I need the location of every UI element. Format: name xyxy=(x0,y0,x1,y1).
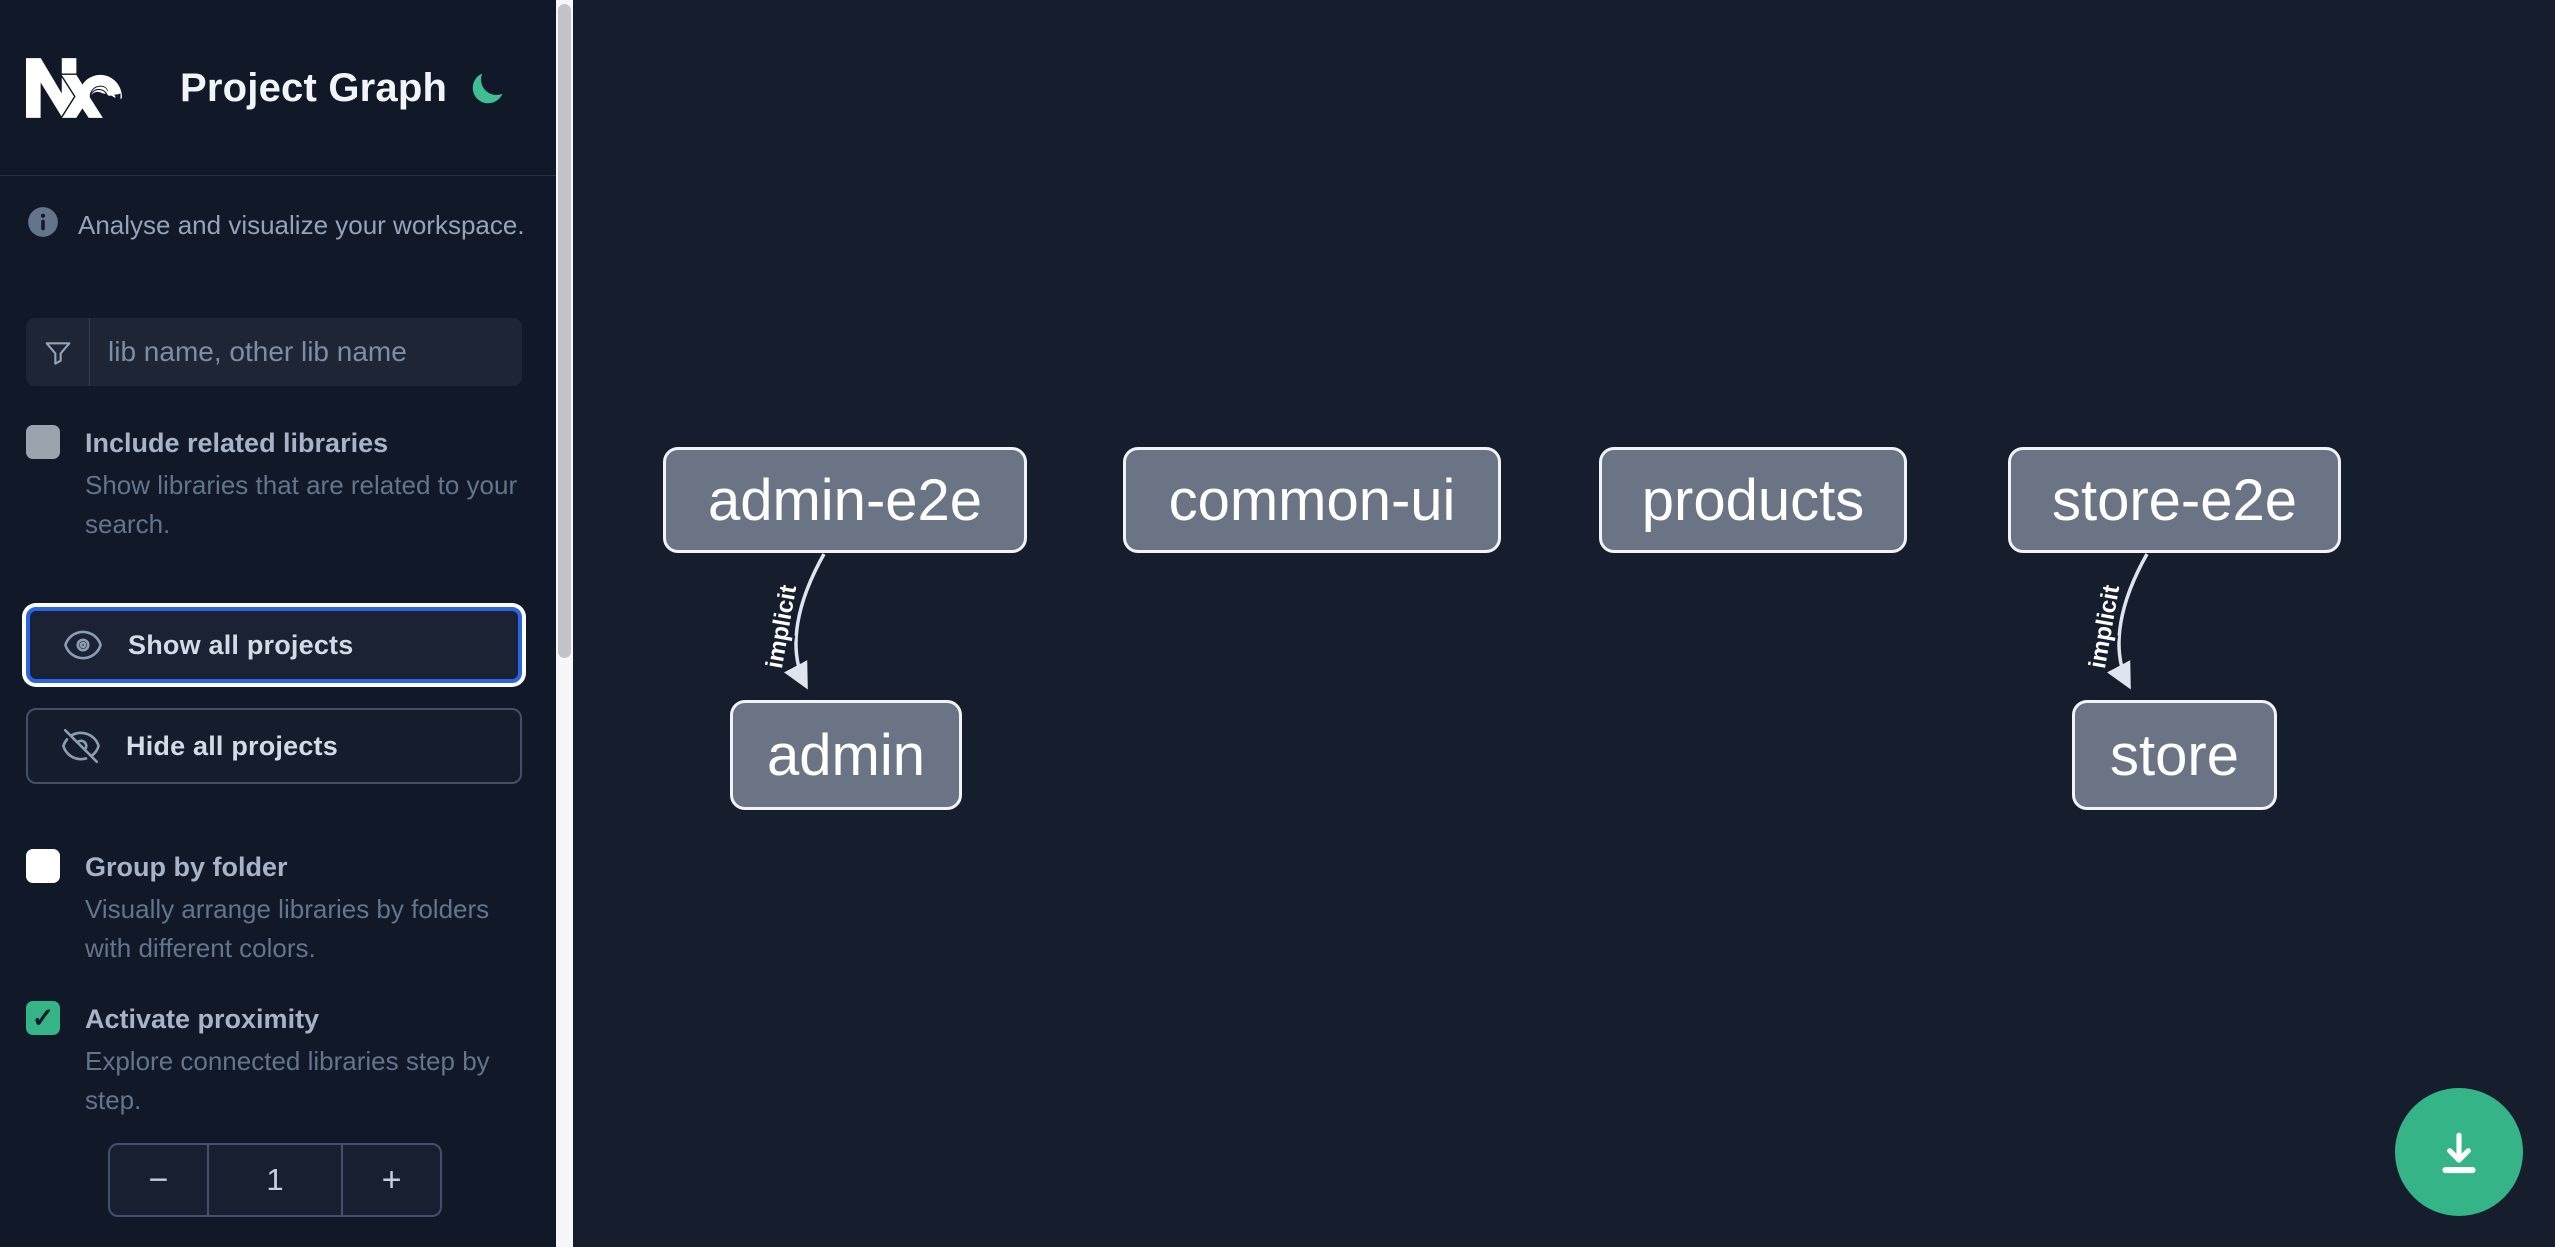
toggle-texts: Activate proximity Explore connected lib… xyxy=(85,1000,521,1120)
info-icon xyxy=(28,207,58,237)
toggle-group-by-folder: Group by folder Visually arrange librari… xyxy=(26,848,526,968)
eye-icon xyxy=(64,630,102,660)
filter-icon-cell xyxy=(26,318,90,386)
toggle-include-related: Include related libraries Show libraries… xyxy=(26,424,526,544)
include-related-description: Show libraries that are related to your … xyxy=(85,470,518,539)
info-text: Analyse and visualize your workspace. xyxy=(78,210,525,240)
sidebar-scrollbar xyxy=(556,0,573,1247)
search-input[interactable] xyxy=(90,318,522,386)
nx-logo-icon xyxy=(26,58,122,118)
proximity-depth-value: 1 xyxy=(207,1145,343,1215)
activate-proximity-checkbox[interactable]: ✓ xyxy=(26,1001,60,1035)
graph-node-store-e2e[interactable]: store-e2e xyxy=(2008,447,2341,553)
graph-node-admin-e2e[interactable]: admin-e2e xyxy=(663,447,1027,553)
activate-proximity-description: Explore connected libraries step by step… xyxy=(85,1046,490,1115)
toggle-texts: Include related libraries Show libraries… xyxy=(85,424,521,544)
proximity-depth-stepper: − 1 + xyxy=(108,1143,442,1217)
page-title: Project Graph xyxy=(180,66,448,110)
show-all-projects-label: Show all projects xyxy=(128,629,354,660)
activate-proximity-label: Activate proximity xyxy=(85,1004,320,1034)
sidebar-scrollbar-thumb[interactable] xyxy=(558,4,571,658)
hide-all-projects-label: Hide all projects xyxy=(126,730,338,761)
moon-icon xyxy=(472,73,503,104)
download-image-button[interactable] xyxy=(2395,1088,2523,1216)
theme-toggle-button[interactable] xyxy=(468,70,506,108)
header-divider xyxy=(0,175,556,176)
download-icon xyxy=(2442,1132,2476,1174)
graph-node-admin[interactable]: admin xyxy=(730,700,962,810)
show-all-projects-button[interactable]: Show all projects xyxy=(26,607,522,683)
group-by-folder-checkbox[interactable] xyxy=(26,849,60,883)
include-related-checkbox[interactable] xyxy=(26,425,60,459)
group-by-folder-description: Visually arrange libraries by folders wi… xyxy=(85,894,490,963)
graph-node-store[interactable]: store xyxy=(2072,700,2277,810)
graph-node-products[interactable]: products xyxy=(1599,447,1907,553)
increment-button[interactable]: + xyxy=(343,1145,440,1215)
sidebar-header: Project Graph xyxy=(0,0,556,176)
funnel-filter-icon xyxy=(45,342,70,365)
group-by-folder-label: Group by folder xyxy=(85,852,288,882)
include-related-label: Include related libraries xyxy=(85,428,389,458)
checkmark-icon: ✓ xyxy=(31,1002,55,1033)
search-box xyxy=(26,318,522,386)
graph-canvas[interactable] xyxy=(573,0,2555,1247)
decrement-button[interactable]: − xyxy=(110,1145,207,1215)
eye-slash-icon xyxy=(62,728,100,764)
hide-all-projects-button[interactable]: Hide all projects xyxy=(26,708,522,784)
toggle-texts: Group by folder Visually arrange librari… xyxy=(85,848,521,968)
graph-node-common-ui[interactable]: common-ui xyxy=(1123,447,1501,553)
sidebar: Project Graph Analyse and visualize your… xyxy=(0,0,556,1247)
toggle-activate-proximity: ✓ Activate proximity Explore connected l… xyxy=(26,1000,526,1120)
